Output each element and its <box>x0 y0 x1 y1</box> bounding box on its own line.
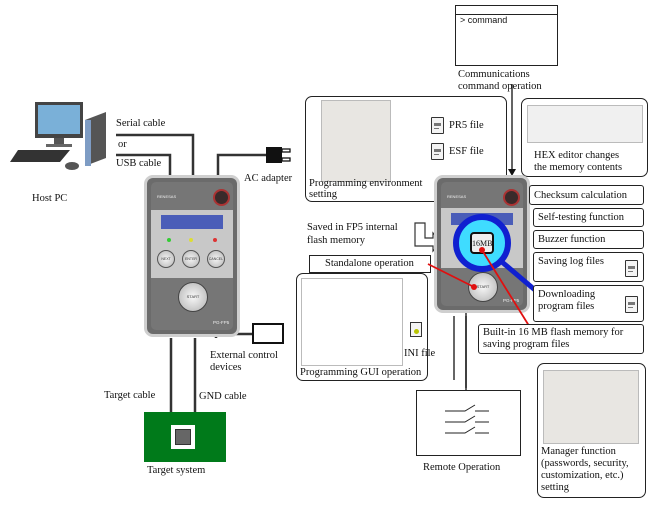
remote-operation-box <box>416 390 521 456</box>
target-cable-label: Target cable <box>104 390 156 401</box>
start-button[interactable]: START <box>178 282 208 312</box>
ac-plug-icon <box>266 147 291 163</box>
manager-caption-2: (passwords, security, <box>541 458 629 469</box>
function-checksum: Checksum calculation <box>529 185 644 205</box>
brand-label: RENESAS <box>157 194 177 199</box>
external-control-label-2: devices <box>210 362 242 373</box>
serial-cable-label: Serial cable <box>116 118 166 129</box>
brand-label-right: RENESAS <box>447 194 467 199</box>
busy-led <box>189 238 193 242</box>
programmer-device-left: RENESAS NEXT ENTER CANCEL START PG-FP5 <box>147 178 237 334</box>
standalone-label: Standalone operation <box>325 258 414 269</box>
standalone-operation-box: Standalone operation <box>309 255 431 273</box>
env-setting-screenshot[interactable] <box>321 100 391 182</box>
saved-note-2: flash memory <box>307 235 366 246</box>
command-arrow-head <box>508 169 516 176</box>
lcd-display <box>161 215 223 229</box>
command-text: command <box>467 15 508 25</box>
power-button-right[interactable] <box>503 189 520 206</box>
gui-operation-caption: Programming GUI operation <box>300 367 422 378</box>
function-label: Saving log files <box>538 256 604 267</box>
flash-memory-note: Built-in 16 MB flash memory for saving p… <box>478 324 644 354</box>
gnd-cable-label: GND cable <box>199 391 247 402</box>
ac-adapter-label: AC adapter <box>244 173 293 184</box>
function-log-files: Saving log files <box>533 252 644 282</box>
usb-cable-label: USB cable <box>116 158 162 169</box>
gui-operation-panel: INI file Programming GUI operation <box>296 273 435 381</box>
hex-editor-caption-1: HEX editor changes <box>534 150 620 161</box>
switch-icon <box>445 404 489 434</box>
flash-pointer <box>481 249 532 330</box>
command-window: > command <box>455 5 558 66</box>
pass-led <box>167 238 171 242</box>
function-download: Downloading program files <box>533 285 644 322</box>
memory-badge: 16MB <box>472 239 493 248</box>
model-label-right: PG-FP5 <box>503 298 520 303</box>
usb-cable-line <box>116 153 172 178</box>
prompt-icon: > <box>460 15 466 25</box>
host-pc-icon <box>10 100 110 180</box>
host-pc-label: Host PC <box>32 193 68 204</box>
standalone-pointer <box>427 263 475 288</box>
error-led <box>213 238 217 242</box>
external-control-device <box>252 323 284 344</box>
command-caption-1: Communications <box>458 69 530 80</box>
flash-note-line-2: saving program files <box>483 339 570 350</box>
function-buzzer: Buzzer function <box>533 230 644 249</box>
function-label: Self-testing function <box>538 212 625 223</box>
saved-note-1: Saved in FP5 internal <box>307 222 398 233</box>
cancel-button[interactable]: CANCEL <box>207 250 225 268</box>
magnifier-handle <box>500 260 537 292</box>
power-button[interactable] <box>213 189 230 206</box>
esf-file-icon <box>431 143 444 160</box>
esf-file-label: ESF file <box>449 146 484 157</box>
next-button[interactable]: NEXT <box>157 250 175 268</box>
env-setting-caption-2: setting <box>309 189 337 200</box>
manager-caption-4: setting <box>541 482 569 493</box>
ini-file-icon <box>410 322 422 337</box>
command-caption-2: command operation <box>458 81 542 92</box>
enter-button[interactable]: ENTER <box>182 250 200 268</box>
chip-icon <box>171 425 195 449</box>
ini-file-label: INI file <box>404 348 436 359</box>
env-setting-caption-1: Programming environment <box>309 178 423 189</box>
ac-adapter-line <box>216 153 268 178</box>
pr5-file-icon <box>431 117 444 134</box>
or-label: or <box>118 139 127 150</box>
remote-operation-label: Remote Operation <box>423 462 501 473</box>
program-file-icon <box>625 296 638 313</box>
gui-screenshot[interactable] <box>301 278 403 366</box>
target-system-label: Target system <box>147 465 206 476</box>
pr5-file-label: PR5 file <box>449 120 484 131</box>
function-label: Buzzer function <box>538 234 606 245</box>
model-label: PG-FP5 <box>213 320 230 325</box>
external-control-label-1: External control <box>210 350 278 361</box>
manager-screenshot[interactable] <box>543 370 639 444</box>
function-label: Downloading program files <box>538 289 596 312</box>
manager-caption-3: customization, etc.) <box>541 470 624 481</box>
hex-editor-screenshot[interactable] <box>527 105 643 143</box>
flash-note-line-1: Built-in 16 MB flash memory for <box>483 327 624 338</box>
manager-caption-1: Manager function <box>541 446 616 457</box>
log-file-icon <box>625 260 638 277</box>
function-label: Checksum calculation <box>534 190 628 201</box>
hex-editor-caption-2: the memory contents <box>534 162 623 173</box>
serial-cable-line <box>116 133 195 178</box>
target-board <box>144 412 226 462</box>
function-self-test: Self-testing function <box>533 208 644 227</box>
hex-editor-panel: HEX editor changes the memory contents <box>521 98 648 177</box>
manager-function-panel: Manager function (passwords, security, c… <box>537 363 646 498</box>
